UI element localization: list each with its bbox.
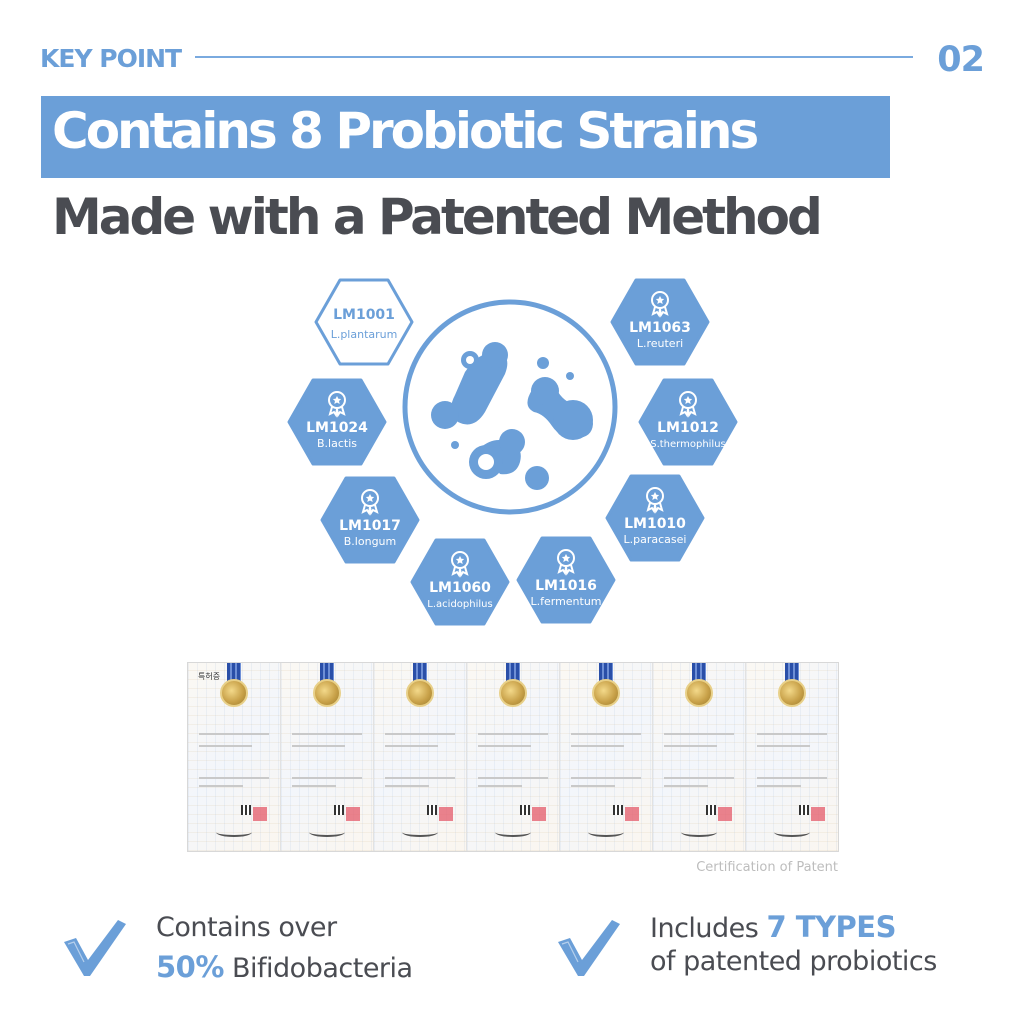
header-divider bbox=[195, 56, 913, 58]
patent-certificate bbox=[746, 663, 838, 851]
strain-code: LM1012 bbox=[657, 420, 719, 436]
bacteria-illustration-icon bbox=[402, 299, 618, 515]
signature-icon bbox=[494, 827, 532, 837]
headline-highlight bbox=[41, 96, 890, 178]
qr-code-icon bbox=[333, 805, 344, 815]
patent-caption: Certification of Patent bbox=[696, 860, 838, 875]
feature-highlight: 50% bbox=[156, 950, 224, 984]
signature-icon bbox=[680, 827, 718, 837]
patent-certificate bbox=[653, 663, 746, 851]
stamp-icon bbox=[439, 807, 454, 821]
strain-badge-lm1017: LM1017 B.longum bbox=[320, 476, 420, 564]
feature-patented-line1: Includes 7 TYPES bbox=[650, 910, 896, 944]
feature-bifidobacteria-line2: 50% Bifidobacteria bbox=[156, 950, 413, 984]
strain-code: LM1024 bbox=[306, 420, 368, 436]
strain-name: B.lactis bbox=[317, 437, 357, 450]
checkmark-icon bbox=[558, 920, 620, 976]
feature-text: Includes bbox=[650, 913, 759, 944]
strain-name: L.reuteri bbox=[637, 337, 683, 350]
qr-code-icon bbox=[798, 805, 809, 815]
strain-badge-lm1024: LM1024 B.lactis bbox=[287, 378, 387, 466]
signature-icon bbox=[308, 827, 346, 837]
gold-seal-icon bbox=[406, 679, 434, 707]
signature-icon bbox=[401, 827, 439, 837]
subheadline: Made with a Patented Method bbox=[52, 188, 823, 246]
key-point-label: KEY POINT bbox=[40, 44, 182, 73]
key-point-number: 02 bbox=[937, 40, 985, 80]
strain-code: LM1016 bbox=[535, 578, 597, 594]
patent-certificate bbox=[281, 663, 374, 851]
strain-badge-lm1012: LM1012 S.thermophilus bbox=[638, 378, 738, 466]
strain-code: LM1010 bbox=[624, 516, 686, 532]
strain-badge-lm1016: LM1016 L.fermentum bbox=[516, 536, 616, 624]
gold-seal-icon bbox=[778, 679, 806, 707]
certificate-title: 특허증 bbox=[198, 672, 221, 681]
strain-name: L.fermentum bbox=[530, 595, 601, 608]
checkmark-icon bbox=[64, 920, 126, 976]
strain-badge-lm1001: LM1001 L.plantarum bbox=[314, 278, 414, 366]
strain-name: S.thermophilus bbox=[650, 439, 726, 450]
gold-seal-icon bbox=[685, 679, 713, 707]
qr-code-icon bbox=[705, 805, 716, 815]
patent-certificate bbox=[467, 663, 560, 851]
stamp-icon bbox=[253, 807, 268, 821]
stamp-icon bbox=[625, 807, 640, 821]
patent-certificate bbox=[560, 663, 653, 851]
gold-seal-icon bbox=[499, 679, 527, 707]
feature-bifidobacteria-line1: Contains over bbox=[156, 912, 337, 943]
feature-text: Bifidobacteria bbox=[232, 953, 413, 984]
strain-badge-lm1063: LM1063 L.reuteri bbox=[610, 278, 710, 366]
strain-name: L.acidophilus bbox=[427, 599, 492, 610]
feature-highlight: 7 TYPES bbox=[766, 910, 896, 944]
gold-seal-icon bbox=[220, 679, 248, 707]
strain-code: LM1017 bbox=[339, 518, 401, 534]
gold-seal-icon bbox=[592, 679, 620, 707]
strain-badge-lm1010: LM1010 L.paracasei bbox=[605, 474, 705, 562]
gold-seal-icon bbox=[313, 679, 341, 707]
stamp-icon bbox=[346, 807, 361, 821]
strain-name: L.paracasei bbox=[624, 533, 687, 546]
patent-certificate bbox=[374, 663, 467, 851]
patent-certificate: 특허증 bbox=[188, 663, 281, 851]
signature-icon bbox=[773, 827, 811, 837]
qr-code-icon bbox=[426, 805, 437, 815]
stamp-icon bbox=[811, 807, 826, 821]
stamp-icon bbox=[532, 807, 547, 821]
qr-code-icon bbox=[612, 805, 623, 815]
patent-certificates: 특허증 bbox=[187, 662, 839, 852]
strain-badge-lm1060: LM1060 L.acidophilus bbox=[410, 538, 510, 626]
qr-code-icon bbox=[519, 805, 530, 815]
strain-code: LM1060 bbox=[429, 580, 491, 596]
signature-icon bbox=[215, 827, 253, 837]
strain-name: L.plantarum bbox=[331, 328, 398, 341]
qr-code-icon bbox=[240, 805, 251, 815]
strain-code: LM1001 bbox=[333, 307, 395, 323]
strain-code: LM1063 bbox=[629, 320, 691, 336]
feature-patented-line2: of patented probiotics bbox=[650, 946, 937, 977]
stamp-icon bbox=[718, 807, 733, 821]
signature-icon bbox=[587, 827, 625, 837]
headline: Contains 8 Probiotic Strains bbox=[52, 102, 759, 160]
strain-name: B.longum bbox=[344, 535, 396, 548]
